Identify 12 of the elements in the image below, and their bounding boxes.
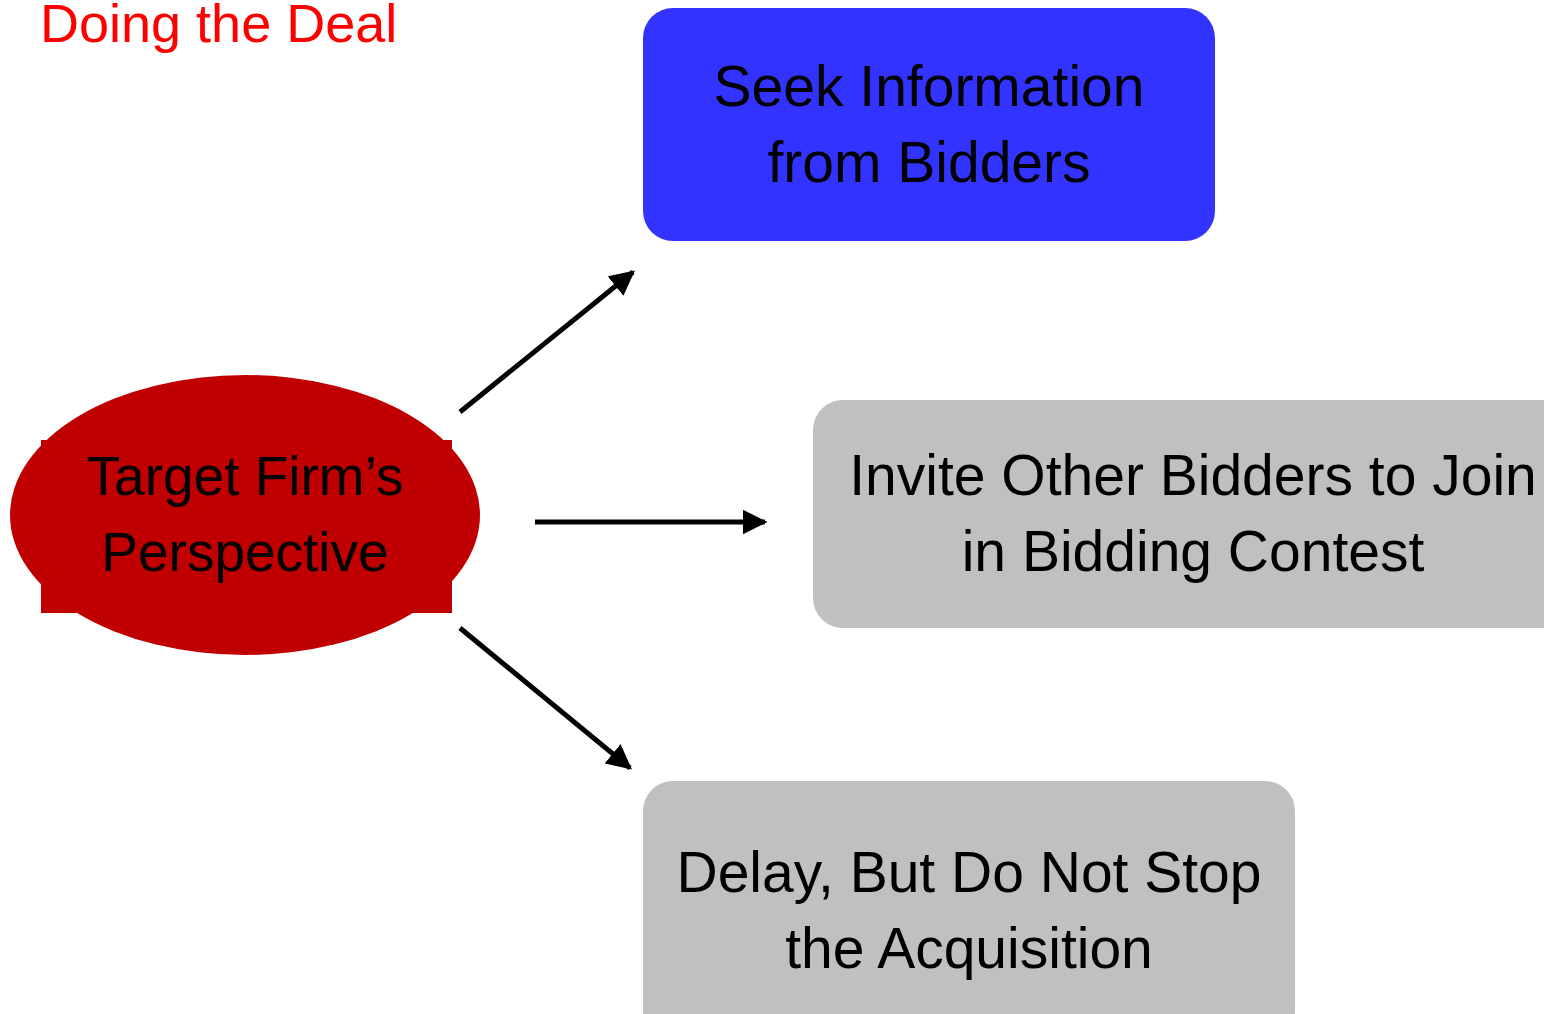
ellipse-node <box>10 375 480 655</box>
node-text: Delay, But Do Not Stop the Acquisition <box>675 839 1263 982</box>
node-text: Invite Other Bidders to Join in Bidding Contest <box>848 442 1538 585</box>
process-box <box>643 8 1215 241</box>
arrow <box>535 509 768 535</box>
arrow <box>458 626 632 770</box>
arrow <box>458 270 635 414</box>
title: Doing the Deal <box>40 0 398 54</box>
process-box <box>643 781 1295 1014</box>
node-text: Seek Information from Bidders <box>712 52 1146 196</box>
node-text: Target Firm’s Perspective <box>85 444 405 585</box>
process-box <box>813 400 1544 628</box>
